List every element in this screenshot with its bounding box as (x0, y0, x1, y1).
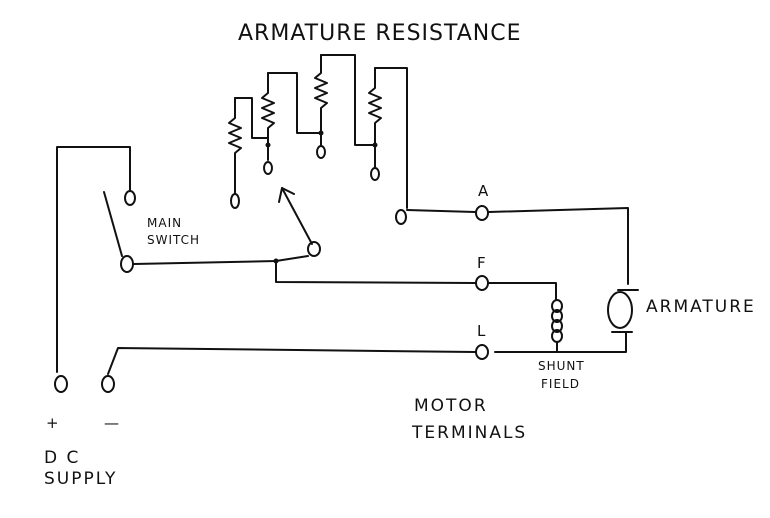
starter-arm (278, 187, 321, 257)
armature-feed-wire (488, 207, 629, 285)
shunt-field-label-line2: FIELD (541, 377, 580, 391)
resistor-4 (368, 67, 408, 209)
motor-label-line2: TERMINALS (411, 423, 527, 443)
dc-label-line1: D C (44, 448, 80, 468)
supply-negative-terminal (101, 375, 115, 393)
starter-pivot (307, 241, 321, 257)
armature-resistor-bank (228, 54, 408, 209)
main-switch-label-line1: MAIN (147, 216, 182, 230)
resistor-tap-4 (370, 167, 380, 181)
resistor-2 (261, 72, 322, 175)
switch-to-starter-wire (133, 255, 309, 265)
supply-return-wire (107, 347, 476, 375)
resistor-tap-2 (263, 161, 273, 175)
armature-label: ARMATURE (646, 297, 756, 317)
minus-label: — (104, 414, 119, 432)
terminal-a (475, 205, 489, 221)
shunt-field-coil (551, 299, 563, 353)
supply-positive-terminal (54, 375, 68, 393)
shunt-field-label-line1: SHUNT (538, 359, 585, 373)
terminal-f (475, 275, 489, 291)
resistor-tap-1 (230, 193, 240, 209)
starter-armature-contact (395, 209, 407, 225)
armature-symbol (494, 289, 639, 353)
main-switch (56, 146, 136, 373)
main-switch-label-line2: SWITCH (147, 233, 200, 247)
motor-label-line1: MOTOR (414, 396, 488, 416)
main-switch-contact-bottom (120, 255, 134, 273)
resistor-3 (314, 54, 376, 159)
dc-label-line2: SUPPLY (44, 469, 117, 489)
terminal-a-label: A (478, 182, 489, 200)
terminal-l (475, 344, 489, 360)
resistor-tap-3 (316, 145, 326, 159)
diagram-title: ARMATURE RESISTANCE (238, 21, 521, 46)
main-switch-contact-top (124, 190, 136, 206)
plus-label: + (46, 414, 59, 432)
terminal-f-label: F (477, 254, 486, 272)
terminal-l-label: L (477, 322, 486, 340)
field-feed-wire (275, 260, 476, 284)
resistor-1 (228, 97, 269, 209)
